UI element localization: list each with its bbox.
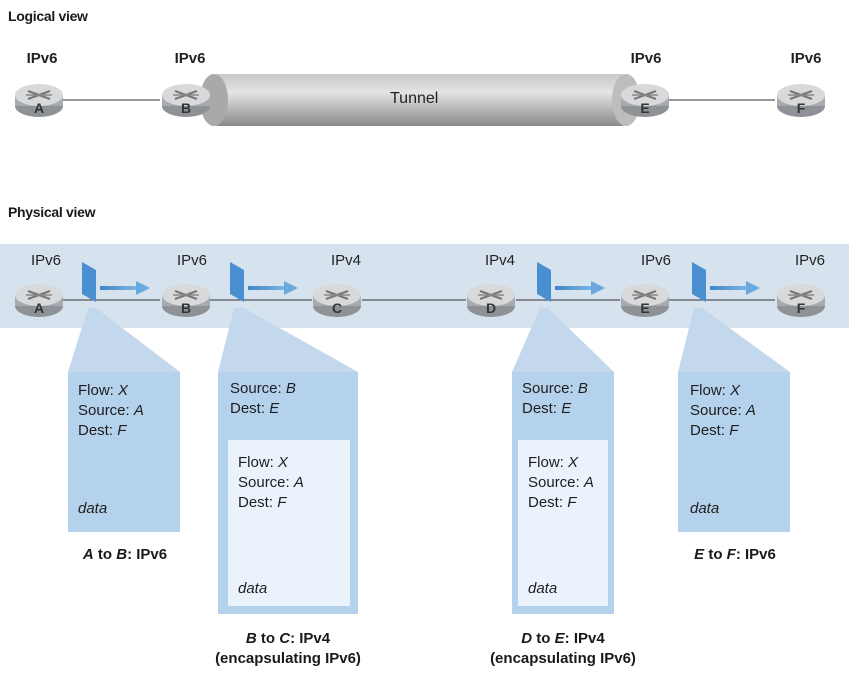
phys-router-e: [620, 282, 670, 318]
packet-source-line: Source: A: [78, 402, 144, 419]
packet-flow-line: Flow: X: [528, 454, 579, 471]
phys-router-a: [14, 282, 64, 318]
packet-flow-line: Flow: X: [78, 382, 129, 399]
packet-flow-line: Flow: X: [690, 382, 741, 399]
caption-d-to-e-sub: (encapsulating IPv6): [490, 650, 636, 667]
logical-view-heading: Logical view: [8, 8, 88, 24]
router-icon: [162, 84, 210, 117]
caption-d-to-e: D to E: IPv4: [521, 630, 605, 647]
callout-e-f: [678, 308, 790, 372]
router-icon: [313, 284, 361, 317]
packet-source-line: Source: A: [690, 402, 756, 419]
packet-data: data: [238, 580, 268, 597]
packet-data: data: [78, 500, 108, 517]
packet-source-line: Source: A: [528, 474, 594, 491]
logical-router-e: [620, 82, 670, 118]
packet-e-to-f: Flow: X Source: A Dest: F data: [678, 372, 790, 532]
phys-router-c-label: C: [331, 300, 343, 316]
packet-flag-e-f: [692, 262, 760, 302]
logical-router-b: [161, 82, 211, 118]
phys-proto-f: IPv6: [794, 252, 825, 269]
logical-router-e-label: E: [640, 100, 650, 116]
packet-dest-line: Dest: F: [528, 494, 577, 511]
phys-proto-c: IPv4: [330, 252, 361, 269]
logical-proto-e: IPv6: [630, 50, 662, 67]
phys-router-f-label: F: [796, 300, 806, 316]
callout-a-b: [68, 308, 180, 372]
phys-proto-d: IPv4: [484, 252, 515, 269]
router-icon: [621, 84, 669, 117]
packet-dest-line: Dest: F: [690, 422, 739, 439]
packet-dest-line: Dest: F: [78, 422, 127, 439]
logical-router-f-label: F: [796, 100, 806, 116]
packet-flow-line: Flow: X: [238, 454, 289, 471]
packet-flag-b-c: [230, 262, 298, 302]
caption-b-to-c: B to C: IPv4: [245, 630, 331, 647]
phys-router-a-label: A: [33, 300, 45, 316]
caption-a-to-b: A to B: IPv6: [82, 546, 168, 563]
phys-proto-e: IPv6: [640, 252, 671, 269]
phys-router-d: [466, 282, 516, 318]
router-icon: [15, 284, 63, 317]
physical-view-heading: Physical view: [8, 204, 96, 220]
packet-b-to-c: Source: B Dest: E Flow: X Source: A Dest…: [218, 372, 358, 614]
logical-router-a-label: A: [33, 100, 45, 116]
phys-router-e-label: E: [640, 300, 650, 316]
router-icon: [621, 284, 669, 317]
packet-d-to-e: Source: B Dest: E Flow: X Source: A Dest…: [512, 372, 614, 614]
caption-b-to-c-sub: (encapsulating IPv6): [215, 650, 361, 667]
phys-router-c: [312, 282, 362, 318]
callout-b-c: [218, 308, 358, 372]
encapsulated-ipv6-packet: Flow: X Source: A Dest: F data: [518, 440, 608, 606]
outer-source-line: Source: B: [230, 380, 296, 397]
packet-flag-d-e: [537, 262, 605, 302]
router-icon: [777, 284, 825, 317]
phys-router-b: [161, 282, 211, 318]
router-icon: [467, 284, 515, 317]
logical-router-b-label: B: [180, 100, 192, 116]
logical-router-f: [776, 82, 826, 118]
router-icon: [162, 284, 210, 317]
outer-dest-line: Dest: E: [522, 400, 572, 417]
logical-proto-f: IPv6: [790, 50, 822, 67]
encapsulated-ipv6-packet: Flow: X Source: A Dest: F data: [228, 440, 350, 606]
callout-d-e: [512, 308, 614, 372]
packet-data: data: [528, 580, 558, 597]
packet-source-line: Source: A: [238, 474, 304, 491]
outer-dest-line: Dest: E: [230, 400, 280, 417]
phys-router-f: [776, 282, 826, 318]
packet-a-to-b: Flow: X Source: A Dest: F data: [68, 372, 180, 532]
packet-data: data: [690, 500, 720, 517]
phys-router-b-label: B: [180, 300, 192, 316]
router-icon: [15, 84, 63, 117]
tunnel-label: Tunnel: [390, 90, 439, 107]
phys-proto-b: IPv6: [176, 252, 207, 269]
phys-proto-a: IPv6: [30, 252, 61, 269]
packet-flag-a-b: [82, 262, 150, 302]
router-icon: [777, 84, 825, 117]
caption-e-to-f: E to F: IPv6: [694, 546, 776, 563]
logical-router-a: [14, 82, 64, 118]
outer-source-line: Source: B: [522, 380, 588, 397]
phys-router-d-label: D: [485, 300, 497, 316]
packet-dest-line: Dest: F: [238, 494, 287, 511]
logical-proto-a: IPv6: [26, 50, 58, 67]
logical-proto-b: IPv6: [174, 50, 206, 67]
